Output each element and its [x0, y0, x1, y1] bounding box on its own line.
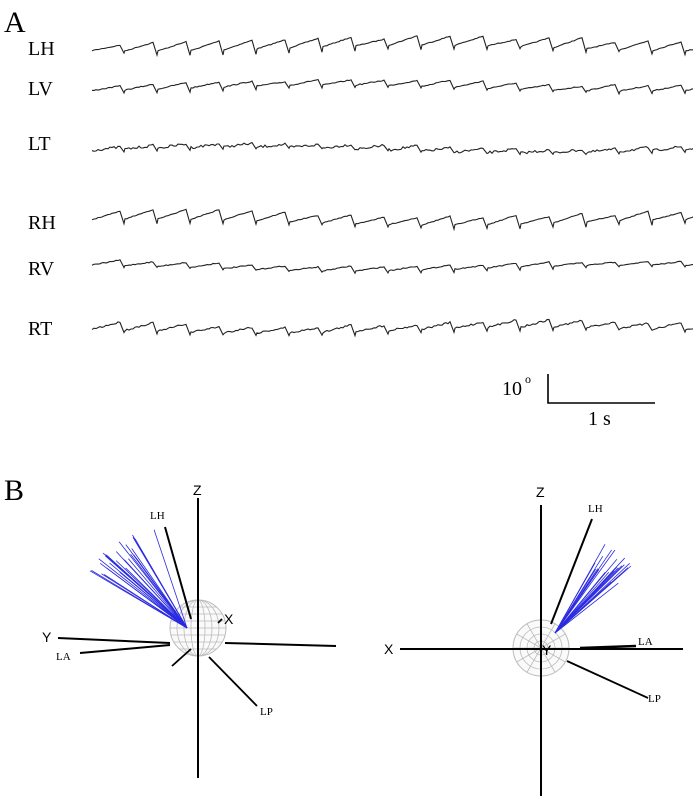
trace-lh [91, 35, 693, 58]
trace-label-lt: LT [28, 133, 51, 155]
fan-line [153, 529, 188, 629]
right-3d-view: Z X Y LH LA LP [384, 484, 683, 796]
scale-bar: 10 o 1 s [502, 372, 655, 430]
scale-amplitude: 10 [502, 378, 522, 400]
trace-rt [91, 318, 693, 338]
y-label-right: Y [542, 642, 552, 658]
lh-label-right: LH [588, 503, 603, 515]
fan-line [554, 565, 632, 634]
lh-canal-right [550, 518, 593, 625]
la-canal-left [79, 644, 171, 654]
fan-left [89, 529, 188, 629]
y-axis-left [57, 637, 171, 644]
la-label-left: LA [56, 651, 71, 663]
left-3d-view: Z Y X LH LA LP [42, 482, 337, 778]
y-label-left: Y [42, 629, 52, 645]
trace-label-rt: RT [28, 318, 52, 340]
lp-canal-left [208, 656, 258, 707]
fan-line [554, 555, 604, 634]
lh-canal-left [164, 526, 192, 620]
fan-line [554, 549, 616, 634]
fan-line [106, 567, 188, 629]
x-axis-left [171, 648, 192, 667]
eye-movement-traces [91, 35, 693, 338]
fan-line [554, 559, 618, 634]
z-label-right: Z [536, 484, 545, 500]
x-label-left: X [224, 611, 234, 627]
fan-line [125, 544, 188, 629]
lp-canal-right [566, 660, 649, 699]
fan-line [132, 534, 188, 629]
scale-degree: o [525, 372, 531, 386]
fan-line [109, 562, 188, 629]
lp-label-left: LP [260, 706, 273, 718]
trace-lv [92, 78, 693, 96]
trace-label-rv: RV [28, 258, 55, 280]
panel-a-letter: A [4, 6, 26, 39]
scale-time: 1 s [588, 408, 611, 430]
trace-rv [91, 259, 693, 275]
lh-label-left: LH [150, 510, 165, 522]
fan-line [554, 544, 606, 634]
fan-line [89, 570, 188, 629]
fan-line [102, 552, 188, 629]
trace-label-lh: LH [28, 38, 55, 60]
trace-label-rh: RH [28, 212, 56, 234]
la-canal-right [579, 644, 637, 650]
z-label-left: Z [193, 482, 202, 498]
lp-label-right: LP [648, 693, 661, 705]
fan-line [554, 582, 619, 634]
fan-line [118, 541, 188, 629]
la-label-right: LA [638, 636, 653, 648]
scale-bar-lines [547, 374, 655, 404]
fan-right [554, 544, 632, 634]
fan-line [554, 568, 599, 634]
fan-line [124, 559, 188, 629]
x-label-right: X [384, 641, 394, 657]
y-axis-left-back [224, 642, 337, 647]
fan-line [128, 558, 188, 629]
fan-line [554, 570, 615, 634]
fan-line [98, 558, 188, 629]
trace-lt [91, 141, 693, 156]
panel-b-letter: B [4, 474, 24, 507]
fan-line [554, 572, 610, 634]
trace-rh [91, 208, 693, 232]
trace-label-lv: LV [28, 78, 53, 100]
x-axis-left-tip [217, 618, 223, 624]
